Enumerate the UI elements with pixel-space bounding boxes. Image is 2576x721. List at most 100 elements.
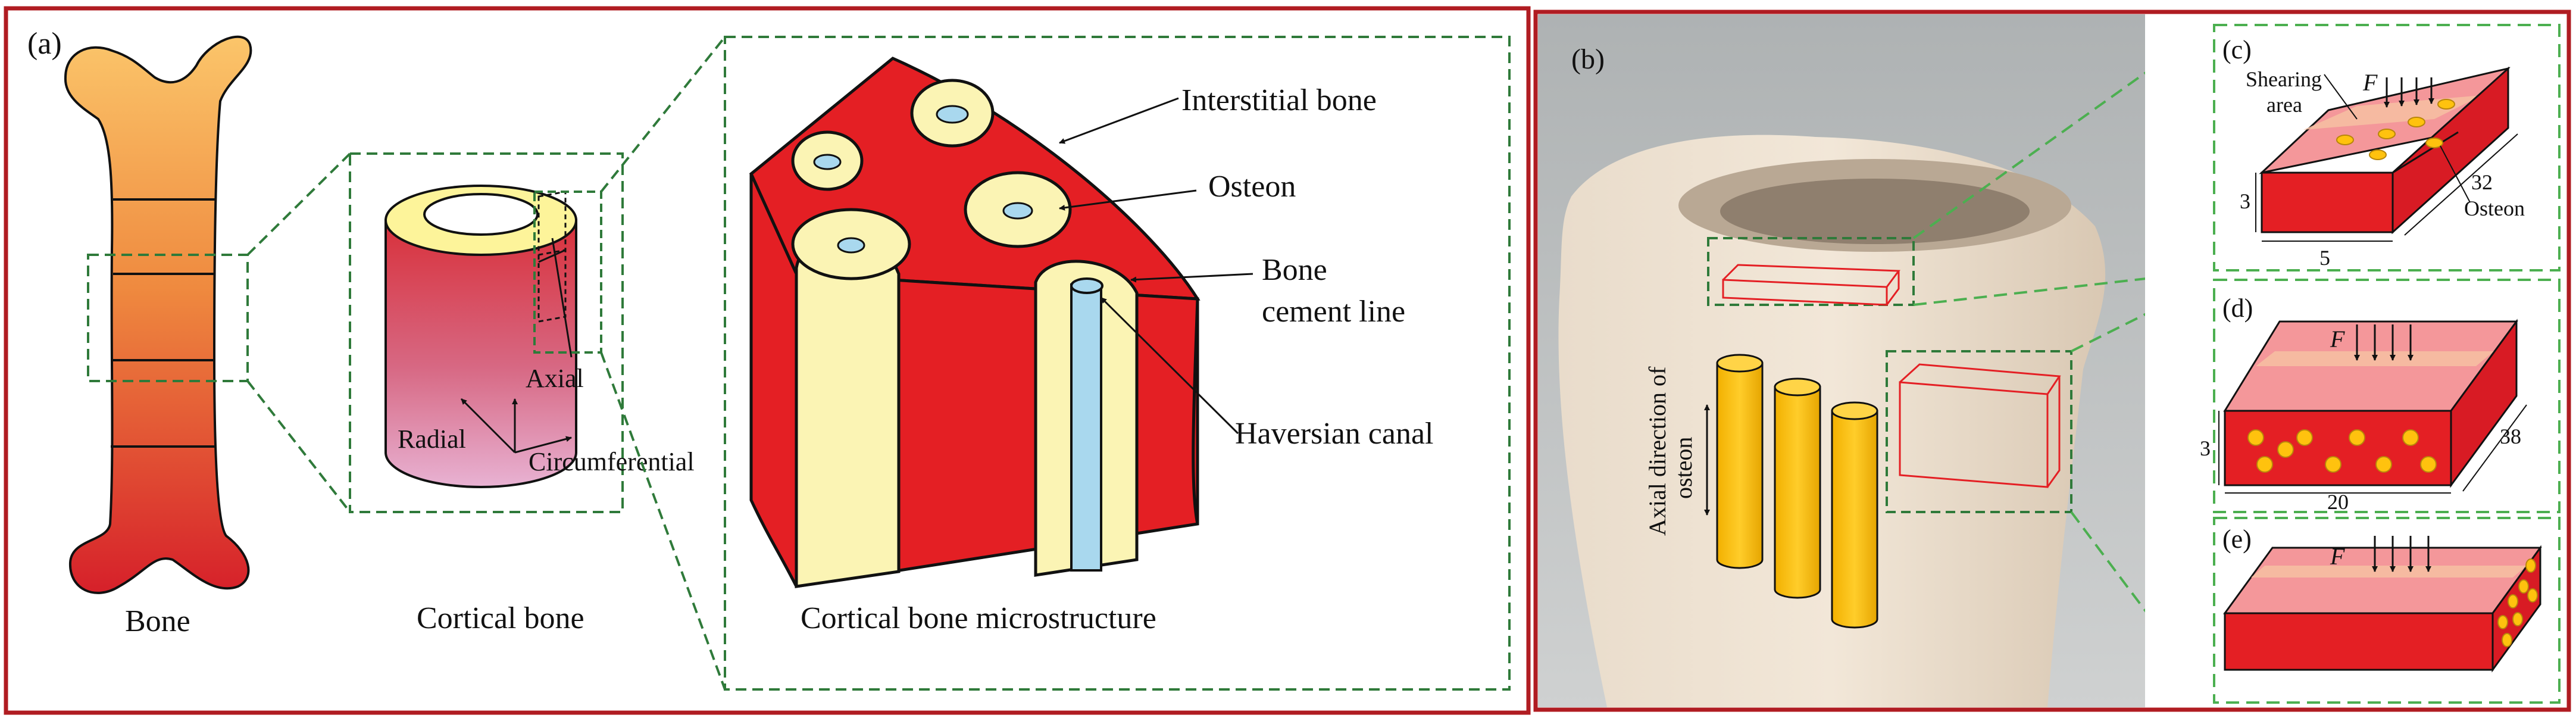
axial-label: Axial: [526, 364, 584, 393]
cylinder-hollow: [423, 193, 539, 236]
dim-length-d: 38: [2500, 425, 2521, 448]
osteon-cylinders: [1704, 354, 1878, 629]
connector-line: [246, 152, 351, 256]
specimen-front: [2224, 612, 2494, 671]
haversian-label: Haversian canal: [1235, 417, 1433, 451]
panel-e-tag: (e): [2222, 525, 2252, 554]
osteon-cylinder-top: [1831, 401, 1878, 420]
circumferential-label: Circumferential: [529, 447, 695, 476]
dim-height-d: 3: [2200, 436, 2211, 460]
dim-width-c: 5: [2319, 246, 2330, 270]
cortical-caption: Cortical bone: [417, 601, 584, 635]
sample-d-outline: [1899, 363, 2061, 488]
haversian-leader: [1100, 296, 1239, 435]
osteon-dot: [2296, 429, 2313, 446]
dim-height-c: 3: [2240, 189, 2250, 213]
right-edge: [1192, 298, 1199, 525]
cylinder-body: [384, 219, 577, 488]
panel-a: (a) Bone Axia: [4, 6, 1531, 715]
osteon-dot: [2425, 138, 2443, 148]
force-label-e: F: [2330, 543, 2345, 570]
panel-d: [2213, 279, 2561, 513]
canal-circle: [936, 105, 969, 124]
panel-c: [2213, 24, 2561, 271]
haversian-canal-strip: [1070, 283, 1102, 572]
osteon-dot: [2508, 594, 2518, 608]
osteon-leader: [1059, 189, 1197, 211]
bone-selection-box: [87, 254, 249, 382]
dim-length-c: 32: [2471, 170, 2493, 194]
shearing-leader: [2324, 74, 2358, 120]
canal-circle: [1002, 202, 1033, 220]
osteon-dot: [2325, 456, 2341, 473]
osteon-dot: [2525, 558, 2536, 573]
osteon-cylinder: [1831, 410, 1878, 629]
osteon-dot: [2375, 456, 2392, 473]
specimen-front: [2261, 171, 2394, 233]
sample-c-outline: [1722, 264, 1900, 306]
wall-sample-edge: [538, 249, 566, 263]
osteon-label-c: Osteon: [2464, 196, 2525, 220]
interstitial-label: Interstitial bone: [1181, 83, 1377, 117]
bone-shape: [64, 35, 252, 594]
canal-circle: [837, 237, 865, 254]
osteon-dot: [2527, 588, 2538, 603]
osteon-cylinder: [1774, 386, 1821, 599]
osteon-cylinder-top: [1716, 354, 1764, 373]
osteon-dot: [2512, 612, 2523, 626]
connector-line: [600, 352, 726, 690]
shearing-band: [2251, 566, 2527, 578]
panel-b: (b) Axial direction of osteon: [1533, 10, 2571, 712]
osteon-strip: [795, 231, 901, 588]
bone-caption: Bone: [125, 604, 190, 638]
wall-sample-edge: [551, 238, 573, 358]
micro-caption: Cortical bone microstructure: [801, 601, 1156, 635]
specimen-side: [2391, 66, 2509, 235]
osteon-dot: [2256, 456, 2273, 473]
osteon-dot: [2336, 135, 2354, 145]
specimen-front: [2224, 410, 2452, 486]
microstructure-frame: [724, 36, 1511, 691]
sample-c-frame: [1707, 237, 1915, 306]
osteon-dot: [2420, 456, 2437, 473]
microstructure-illustration: [749, 57, 1253, 588]
specimen-top: [2223, 547, 2542, 614]
canal-circle: [813, 154, 842, 170]
osteon-cylinder: [1716, 362, 1764, 569]
panel-a-tag: (a): [27, 27, 62, 61]
panel-c-frame: [2213, 24, 2561, 271]
specimen-side: [2450, 319, 2518, 488]
bone-photo-cavity-inner: [1720, 179, 2030, 244]
dim-width-d: 20: [2327, 490, 2349, 514]
osteon-dot: [2378, 129, 2396, 139]
osteon-leader: [2440, 145, 2471, 203]
osteon-dot: [2349, 429, 2365, 446]
connector-line: [246, 380, 351, 513]
panel-e-frame: [2213, 517, 2561, 704]
radial-arrow: [460, 398, 516, 454]
osteon-dot: [2247, 429, 2264, 446]
osteon-dot: [2497, 615, 2508, 629]
cement-label-2: cement line: [1262, 295, 1405, 329]
osteon-dot: [2437, 99, 2455, 110]
cortical-frame: [349, 152, 624, 513]
shearing-label-2: area: [2266, 93, 2302, 117]
cortical-cylinder: [384, 185, 602, 488]
cement-label-1: Bone: [1262, 253, 1327, 287]
interstitial-leader: [1059, 97, 1179, 144]
panel-d-frame: [2213, 279, 2561, 513]
panel-d-tag: (d): [2222, 294, 2253, 323]
osteon-label: Osteon: [1208, 170, 1296, 204]
osteon-dot: [2369, 149, 2387, 160]
osteon-dot: [2402, 429, 2419, 446]
osteon-dot: [2408, 117, 2425, 127]
axial-direction-label-2: osteon: [1670, 437, 1697, 499]
osteon-dot: [2502, 633, 2512, 647]
circumferential-arrow: [514, 436, 572, 454]
specimen-edge: [2392, 131, 2459, 174]
haversian-canal-top: [1070, 277, 1103, 294]
osteon-dot: [2518, 579, 2529, 594]
force-label-c: F: [2362, 69, 2378, 96]
force-label-d: F: [2330, 326, 2345, 352]
